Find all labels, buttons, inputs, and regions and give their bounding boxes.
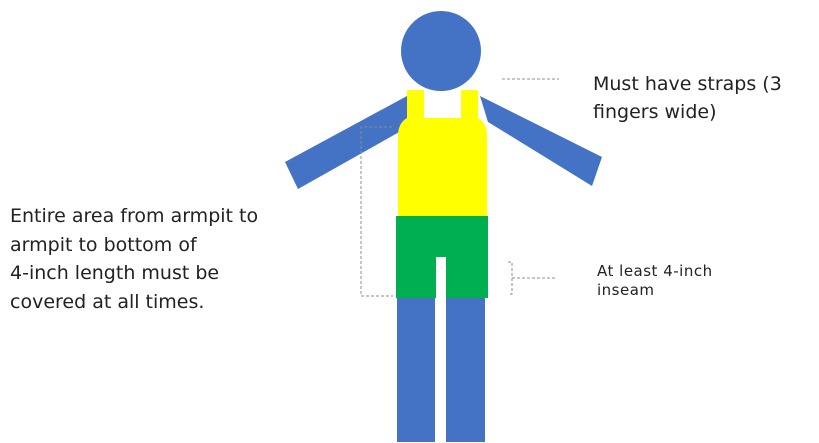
swimsuit-top <box>398 90 487 216</box>
coverage-annotation-line-2: armpit to bottom of <box>10 231 258 260</box>
right-leg <box>446 295 485 442</box>
inseam-bracket <box>508 262 512 294</box>
shorts-right-leg <box>446 256 488 298</box>
coverage-annotation-line-1: Entire area from armpit to <box>10 202 258 231</box>
swimsuit-shorts <box>396 216 488 257</box>
swimsuit <box>396 90 488 298</box>
left-leg <box>397 295 435 442</box>
straps-annotation: Must have straps (3 fingers wide) <box>593 70 782 126</box>
shorts-left-leg <box>396 256 436 298</box>
left-arm <box>285 96 417 189</box>
coverage-annotation-line-4: covered at all times. <box>10 288 258 317</box>
straps-annotation-line-1: Must have straps (3 <box>593 70 782 98</box>
head <box>401 11 481 91</box>
coverage-annotation-line-3: 4-inch length must be <box>10 259 258 288</box>
coverage-annotation: Entire area from armpit to armpit to bot… <box>10 202 258 316</box>
coverage-bracket <box>361 127 393 296</box>
straps-annotation-line-2: fingers wide) <box>593 98 782 126</box>
inseam-annotation-line-1: At least 4-inch <box>597 262 713 281</box>
inseam-annotation: At least 4-inch inseam <box>597 262 713 300</box>
right-arm <box>480 96 602 186</box>
inseam-annotation-line-2: inseam <box>597 281 713 300</box>
